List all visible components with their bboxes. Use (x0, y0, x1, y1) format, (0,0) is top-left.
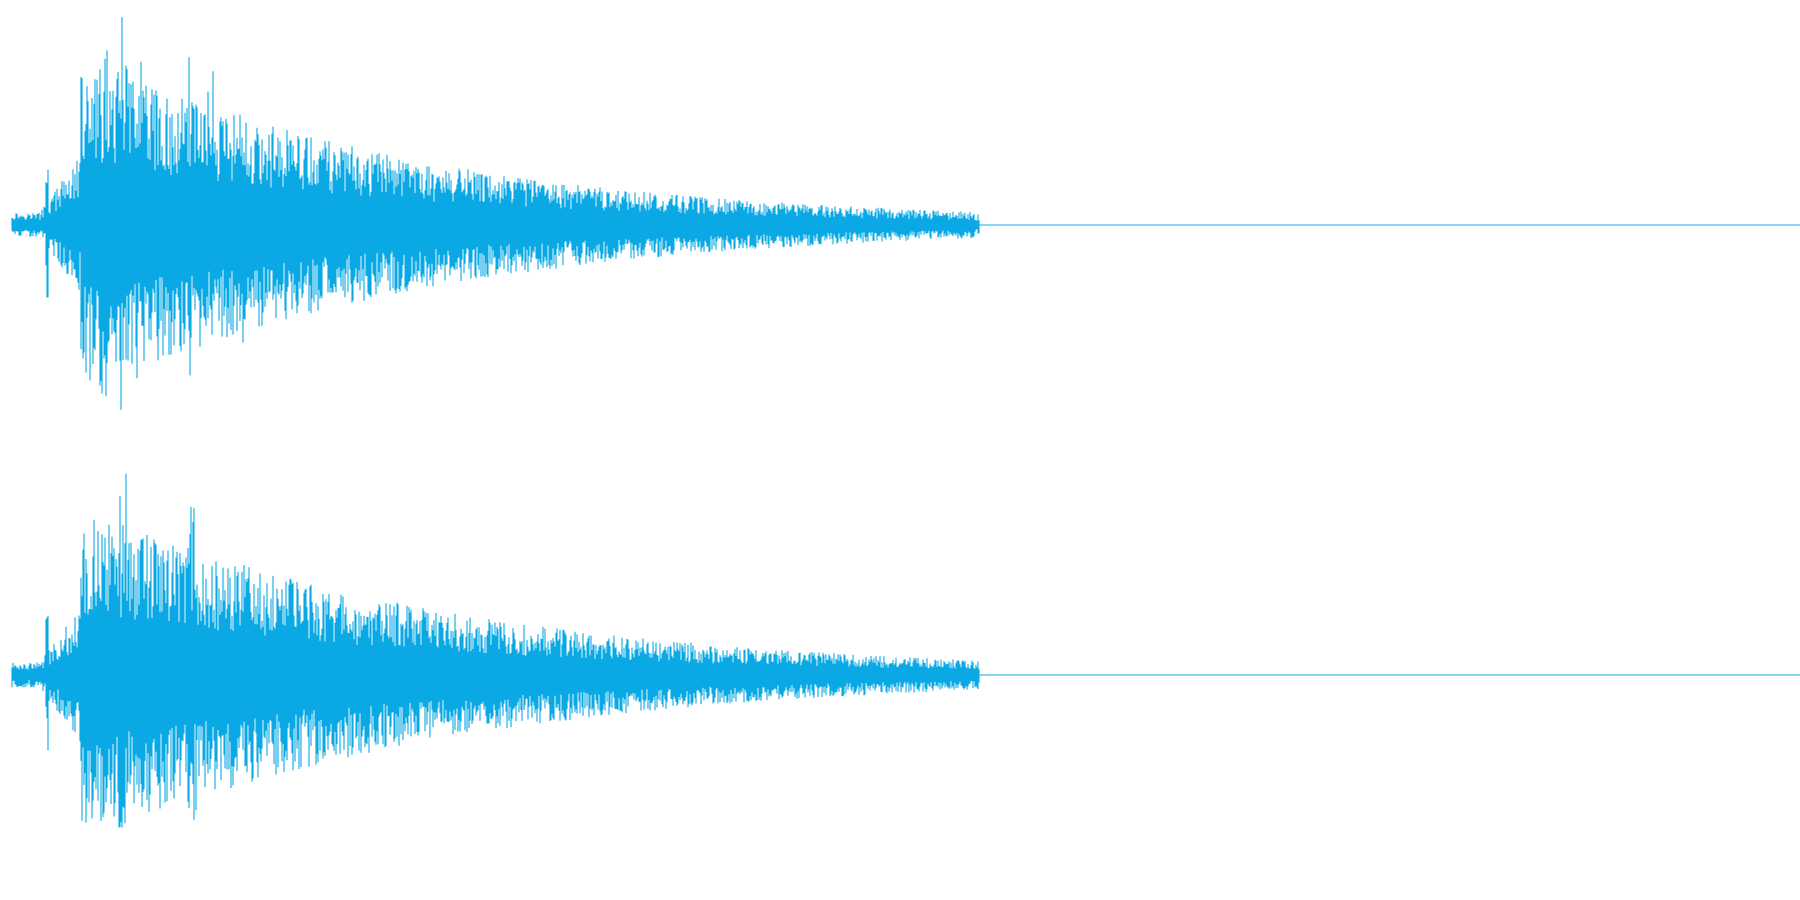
waveform-left-svg (11, 17, 1800, 410)
waveform-right-svg (11, 473, 1800, 828)
waveform-channel-right (0, 450, 1800, 900)
waveform-samples (11, 473, 980, 828)
waveform-channel-left (11, 17, 1800, 410)
waveform-samples (11, 17, 980, 410)
